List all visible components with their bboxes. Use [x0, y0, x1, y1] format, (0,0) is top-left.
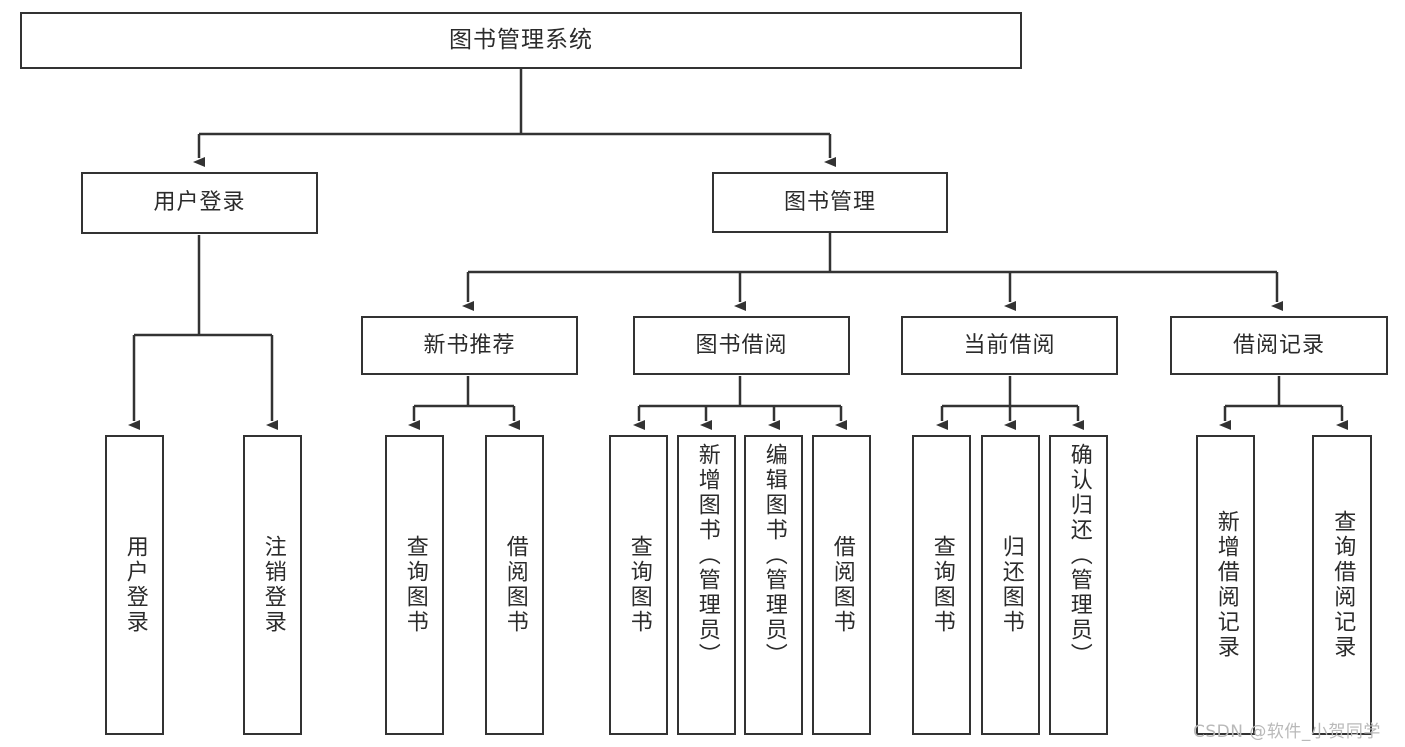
leaf-borrow-book-recommend[interactable]: 借阅图书: [485, 435, 544, 735]
node-label: 借阅图书: [829, 535, 855, 635]
leaf-edit-book-admin[interactable]: 编辑图书（管理员）: [744, 435, 803, 735]
node-label: 编辑图书（管理员）: [761, 443, 787, 668]
node-label: 查询借阅记录: [1330, 510, 1356, 660]
node-root-system[interactable]: 图书管理系统: [20, 12, 1022, 69]
node-label: 当前借阅: [963, 332, 1056, 358]
node-label: 新增借阅记录: [1213, 510, 1239, 660]
node-book-management[interactable]: 图书管理: [712, 172, 948, 233]
watermark: CSDN @软件_小贺同学: [1193, 722, 1381, 742]
node-user-login[interactable]: 用户登录: [81, 172, 318, 234]
node-label: 借阅图书: [502, 535, 528, 635]
leaf-query-book-current[interactable]: 查询图书: [912, 435, 971, 735]
node-label: 新书推荐: [423, 332, 516, 358]
node-label: 查询图书: [929, 535, 955, 635]
node-current-borrow[interactable]: 当前借阅: [901, 316, 1118, 375]
node-label: 用户登录: [122, 535, 148, 635]
node-book-borrow[interactable]: 图书借阅: [633, 316, 850, 375]
node-label: 图书管理系统: [449, 26, 593, 53]
leaf-user-login[interactable]: 用户登录: [105, 435, 164, 735]
node-borrow-record[interactable]: 借阅记录: [1170, 316, 1388, 375]
leaf-query-book-recommend[interactable]: 查询图书: [385, 435, 444, 735]
node-label: 查询图书: [402, 535, 428, 635]
node-label: 图书借阅: [695, 332, 788, 358]
node-new-book-recommend[interactable]: 新书推荐: [361, 316, 578, 375]
node-label: 借阅记录: [1232, 332, 1325, 358]
node-label: 查询图书: [626, 535, 652, 635]
leaf-borrow-book[interactable]: 借阅图书: [812, 435, 871, 735]
node-label: 新增图书（管理员）: [694, 443, 720, 668]
node-label: 用户登录: [153, 190, 246, 216]
node-label: 归还图书: [998, 535, 1024, 635]
leaf-confirm-return-admin[interactable]: 确认归还（管理员）: [1049, 435, 1108, 735]
leaf-logout[interactable]: 注销登录: [243, 435, 302, 735]
leaf-return-book[interactable]: 归还图书: [981, 435, 1040, 735]
leaf-query-book-borrow[interactable]: 查询图书: [609, 435, 668, 735]
node-label: 确认归还（管理员）: [1066, 443, 1092, 668]
node-label: 图书管理: [783, 189, 876, 215]
leaf-add-book-admin[interactable]: 新增图书（管理员）: [677, 435, 736, 735]
leaf-query-borrow-record[interactable]: 查询借阅记录: [1312, 435, 1372, 735]
node-label: 注销登录: [260, 535, 286, 635]
leaf-add-borrow-record[interactable]: 新增借阅记录: [1196, 435, 1255, 735]
